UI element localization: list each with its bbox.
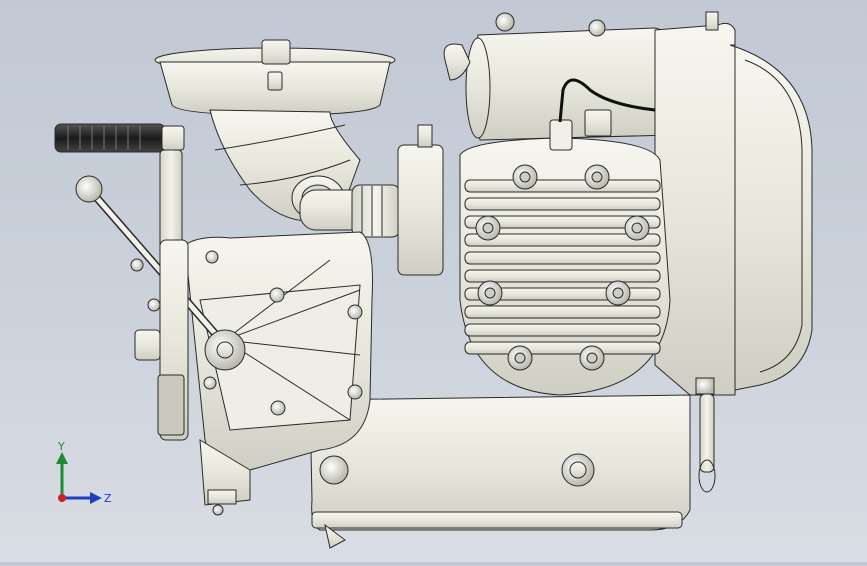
y-axis-label: Y	[57, 440, 65, 453]
fan-shroud[interactable]	[654, 11, 813, 493]
air-filter[interactable]	[154, 39, 396, 116]
y-axis-arrowhead	[56, 452, 68, 464]
x-axis-dot	[58, 494, 66, 502]
kick-starter[interactable]	[54, 123, 189, 441]
carburetor-pipe[interactable]	[299, 124, 444, 276]
fuel-tank[interactable]	[443, 12, 673, 141]
z-axis-label: Z	[104, 492, 112, 505]
coordinate-triad: Y Z	[50, 440, 120, 510]
cylinder-block[interactable]	[459, 137, 671, 396]
engine-model[interactable]	[54, 11, 813, 549]
crankcase[interactable]	[309, 394, 691, 549]
spark-plug[interactable]	[549, 78, 656, 151]
gearbox-housing[interactable]	[184, 231, 373, 516]
z-axis-arrowhead	[90, 492, 102, 504]
starter-lever[interactable]	[75, 175, 246, 371]
